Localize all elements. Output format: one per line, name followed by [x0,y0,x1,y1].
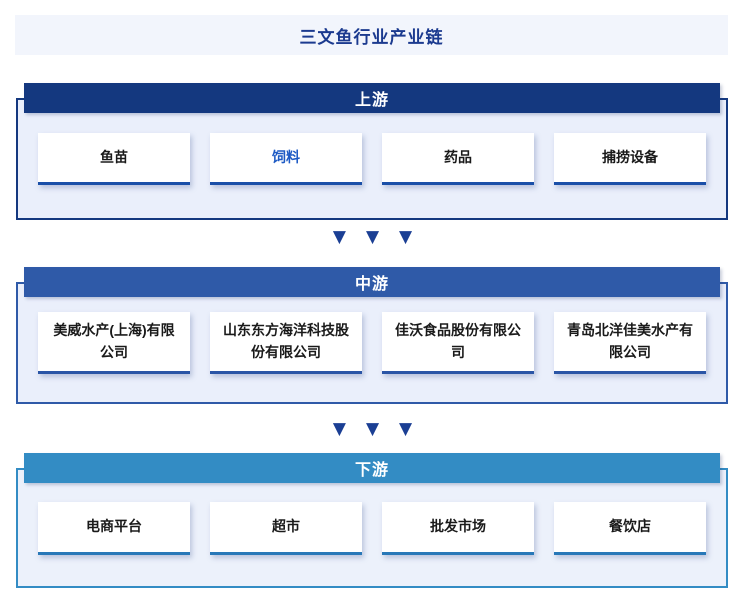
tier-midstream: 中游 美威水产(上海)有限公司 山东东方海洋科技股份有限公司 佳沃食品股份有限公… [16,267,728,404]
node-medicine: 药品 [382,133,534,185]
node-feed-link[interactable]: 饲料 [210,133,362,185]
node-company-beiyang-jiamei: 青岛北洋佳美水产有限公司 [554,312,706,374]
down-arrow-icon: ▼ [399,227,413,247]
down-arrow-icon: ▼ [365,419,380,439]
node-restaurant: 餐饮店 [554,501,706,555]
tier-midstream-body: 美威水产(上海)有限公司 山东东方海洋科技股份有限公司 佳沃食品股份有限公司 青… [16,282,728,404]
node-fish-fry: 鱼苗 [38,133,190,185]
tier-upstream-header: 上游 [24,83,720,113]
tier-upstream: 上游 鱼苗 饲料 药品 捕捞设备 [16,83,728,220]
down-arrow-icon: ▼ [332,227,346,247]
node-wholesale-market: 批发市场 [382,501,534,555]
node-supermarket: 超市 [210,501,362,555]
tier-upstream-body: 鱼苗 饲料 药品 捕捞设备 [16,98,728,220]
node-company-mowi: 美威水产(上海)有限公司 [38,312,190,374]
tier-downstream-header: 下游 [24,453,720,483]
node-fishing-equipment: 捕捞设备 [554,133,706,185]
node-company-oriental-ocean: 山东东方海洋科技股份有限公司 [210,312,362,374]
down-arrow-icon: ▼ [332,419,346,439]
down-arrow-icon: ▼ [399,419,413,439]
flow-arrows-upstream-to-midstream: ▼ ▼ ▼ [0,229,745,246]
tier-downstream-body: 电商平台 超市 批发市场 餐饮店 [16,468,728,588]
tier-downstream: 下游 电商平台 超市 批发市场 餐饮店 [16,453,728,588]
node-company-joyvio: 佳沃食品股份有限公司 [382,312,534,374]
page-title: 三文鱼行业产业链 [15,15,728,55]
flow-arrows-midstream-to-downstream: ▼ ▼ ▼ [0,421,745,438]
tier-midstream-header: 中游 [24,267,720,297]
node-ecommerce-platform: 电商平台 [38,501,190,555]
down-arrow-icon: ▼ [365,227,380,247]
